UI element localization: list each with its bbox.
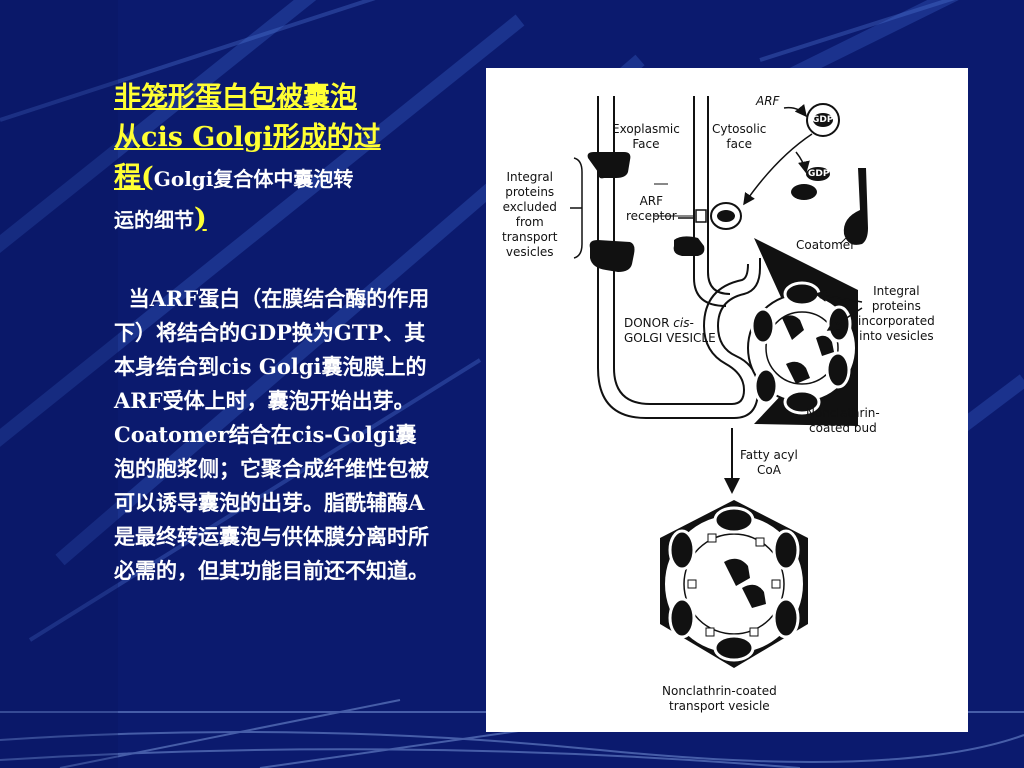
label-integral-incorporated: Integral proteins incorporated into vesi…	[858, 284, 935, 343]
title-line-4-close: )	[194, 203, 207, 234]
label-arf-receptor: ARF receptor	[626, 194, 677, 223]
label-arf: ARF	[756, 94, 780, 108]
label-integral-excluded: Integral proteins excluded from transpor…	[502, 170, 558, 259]
excluded-integral-proteins	[587, 152, 635, 272]
title-line-3-underlined: 程(	[114, 162, 154, 193]
slide-body-text: 当ARF蛋白（在膜结合酶的作用下）将结合的GDP换为GTP、其本身结合到cis …	[114, 286, 430, 583]
label-gdp-top: GDP	[812, 115, 834, 125]
label-coatomer: Coatomer	[796, 238, 856, 252]
label-fatty-acyl-coa: Fatty acyl CoA	[740, 448, 798, 477]
title-line-1: 非笼形蛋白包被囊泡	[114, 82, 357, 113]
slide-title: 非笼形蛋白包被囊泡 从cis Golgi形成的过 程(Golgi复合体中囊泡转 …	[114, 78, 434, 240]
label-donor-vesicle-c: GOLGI VESICLE	[624, 331, 716, 345]
label-donor-vesicle: DONOR cis-GOLGI VESICLE	[624, 316, 716, 346]
label-gdp-released: GDP	[808, 169, 830, 179]
label-cytosolic-face: Cytosolic face	[712, 122, 767, 151]
label-donor-vesicle-b: cis-	[673, 316, 694, 330]
title-line-2: 从cis Golgi形成的过	[114, 122, 381, 153]
label-exoplasmic-face: Exoplasmic Face	[612, 122, 680, 151]
bud-coat-subunits	[750, 281, 852, 415]
title-line-4-small: 运的细节	[114, 208, 194, 232]
label-nonclathrin-bud: Nonclathrin- coated bud	[806, 406, 880, 435]
golgi-vesicle-diagram: ARF GDP GDP Exoplasmic Face Cytosolic fa…	[486, 68, 968, 732]
vesicle-coat-subunits	[668, 506, 800, 662]
label-transport-vesicle: Nonclathrin-coated transport vesicle	[662, 684, 777, 713]
donor-membrane	[597, 96, 761, 419]
title-line-3-small: Golgi复合体中囊泡转	[153, 167, 354, 191]
label-donor-vesicle-a: DONOR	[624, 316, 674, 330]
diagram-drawing	[570, 96, 868, 668]
